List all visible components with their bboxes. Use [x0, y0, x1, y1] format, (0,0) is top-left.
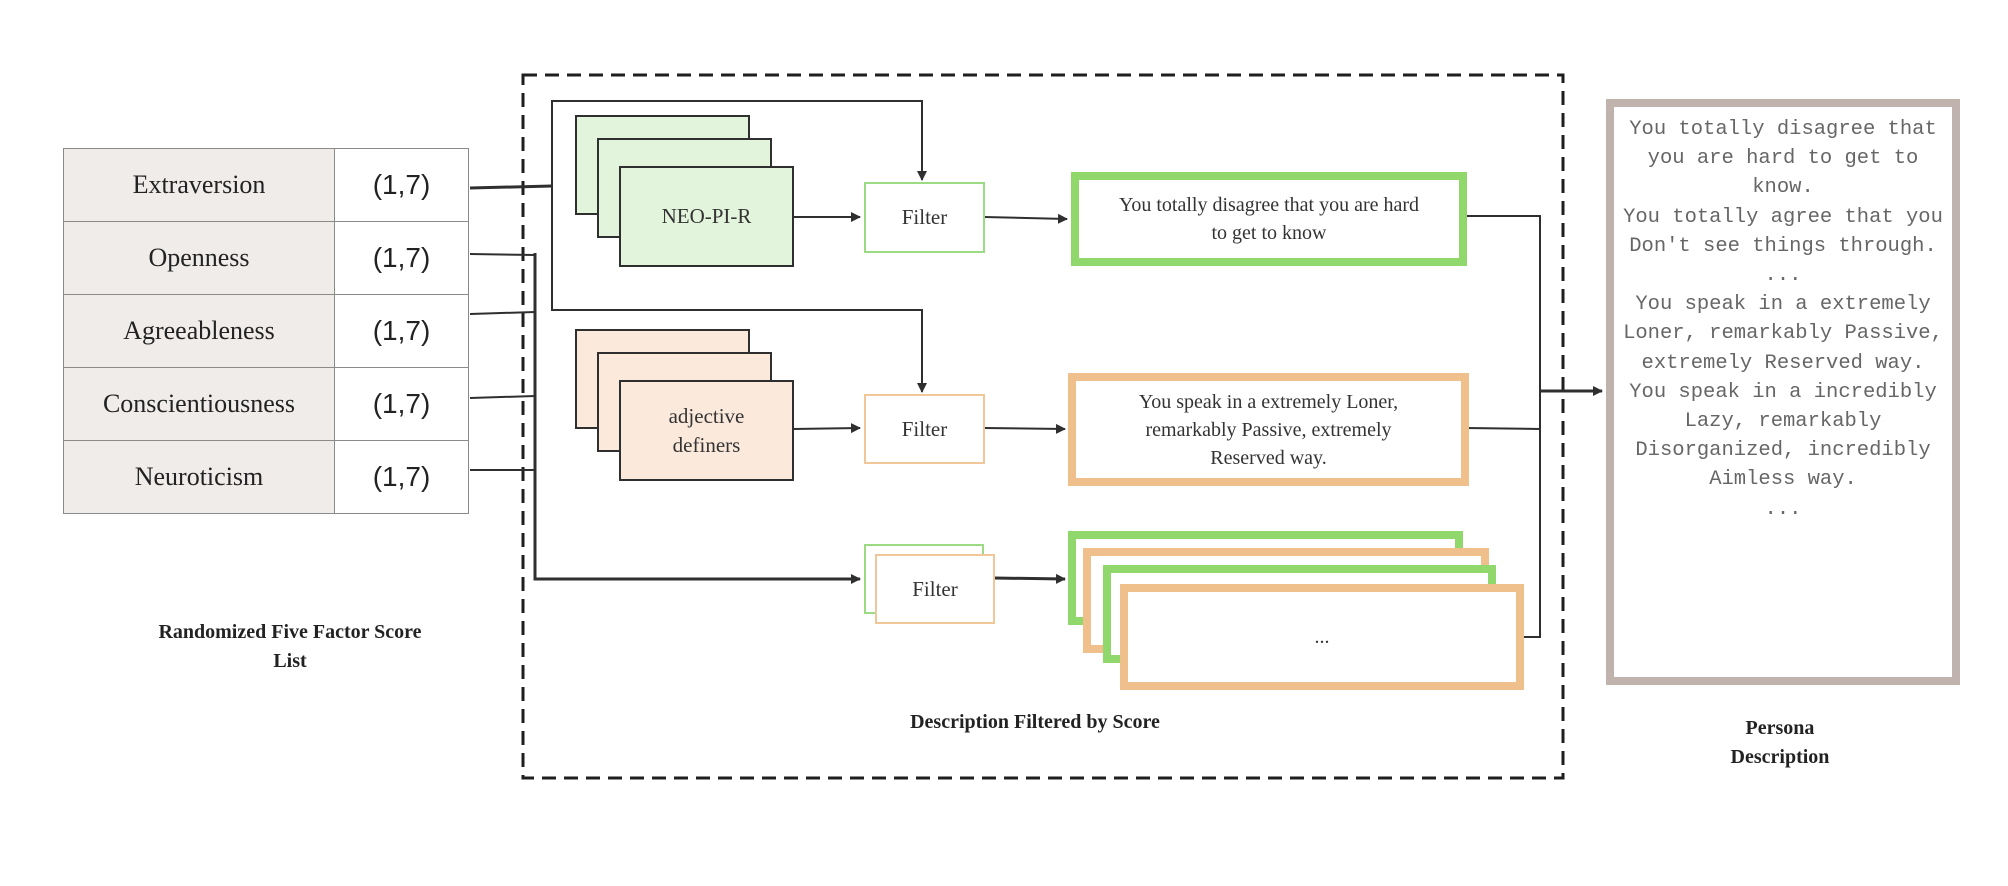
factor-score: (1,7) — [334, 221, 469, 295]
adj-desc-connector — [1465, 427, 1541, 430]
persona-caption: Persona Description — [1730, 717, 1830, 768]
openness-connector — [469, 253, 536, 256]
merge-bus — [1464, 215, 1541, 638]
adjective-filter: Filter — [864, 394, 985, 464]
neo-filter: Filter — [864, 182, 985, 253]
factor-name: Openness — [63, 221, 335, 295]
filter2-to-desc-arrow — [983, 423, 1066, 434]
agreeableness-connector — [469, 311, 536, 315]
extraversion-to-filter1-arrow — [551, 100, 927, 186]
table-row: Conscientiousness (1,7) — [63, 367, 469, 441]
conscientiousness-connector — [469, 395, 536, 399]
adjective-description-card: You speak in a extremely Loner, remarkab… — [1068, 373, 1469, 486]
more-descriptions-card: ... — [1120, 584, 1524, 690]
factor-score-table: Extraversion (1,7) Openness (1,7) Agreea… — [63, 148, 469, 514]
filtered-caption: Description Filtered by Score — [910, 711, 1160, 733]
persona-line: You speak in a extremely Loner, remarkab… — [1623, 293, 1956, 375]
extraversion-to-filter2-arrow — [551, 186, 927, 393]
factor-score: (1,7) — [334, 148, 469, 222]
persona-line: You speak in a incredibly Lazy, remarkab… — [1629, 380, 1950, 492]
factor-score: (1,7) — [334, 294, 469, 368]
neo-pi-r-source: NEO-PI-R — [619, 166, 794, 267]
factor-name: Extraversion — [63, 148, 335, 222]
factor-name: Agreeableness — [63, 294, 335, 368]
persona-line: You totally agree that you Don't see thi… — [1623, 205, 1956, 258]
factor-score: (1,7) — [334, 440, 469, 514]
adjective-to-filter-arrow — [792, 423, 861, 434]
table-row: Openness (1,7) — [63, 221, 469, 295]
factor-name: Conscientiousness — [63, 367, 335, 441]
filter1-to-desc-arrow — [983, 213, 1068, 224]
score-list-caption: Randomized Five Factor Score List — [158, 621, 422, 672]
factors-to-filter3-arrow — [533, 253, 861, 584]
table-row: Neuroticism (1,7) — [63, 440, 469, 514]
persona-line: You totally disagree that you are hard t… — [1629, 118, 1950, 200]
adjective-definers-source: adjective definers — [619, 380, 794, 481]
factor-score: (1,7) — [334, 367, 469, 441]
table-row: Extraversion (1,7) — [63, 148, 469, 222]
persona-description-box: You totally disagree that you are hard t… — [1606, 99, 1960, 685]
filter-frame — [521, 73, 1565, 780]
table-row: Agreeableness (1,7) — [63, 294, 469, 368]
persona-line: ... — [1764, 264, 1802, 288]
factor-name: Neuroticism — [63, 440, 335, 514]
filter3-to-desc-arrow — [993, 573, 1066, 584]
persona-line: ... — [1764, 497, 1802, 521]
neo-description-card: You totally disagree that you are hard t… — [1071, 172, 1467, 266]
extraversion-connector — [469, 184, 553, 190]
combined-filter: Filter — [875, 554, 995, 624]
